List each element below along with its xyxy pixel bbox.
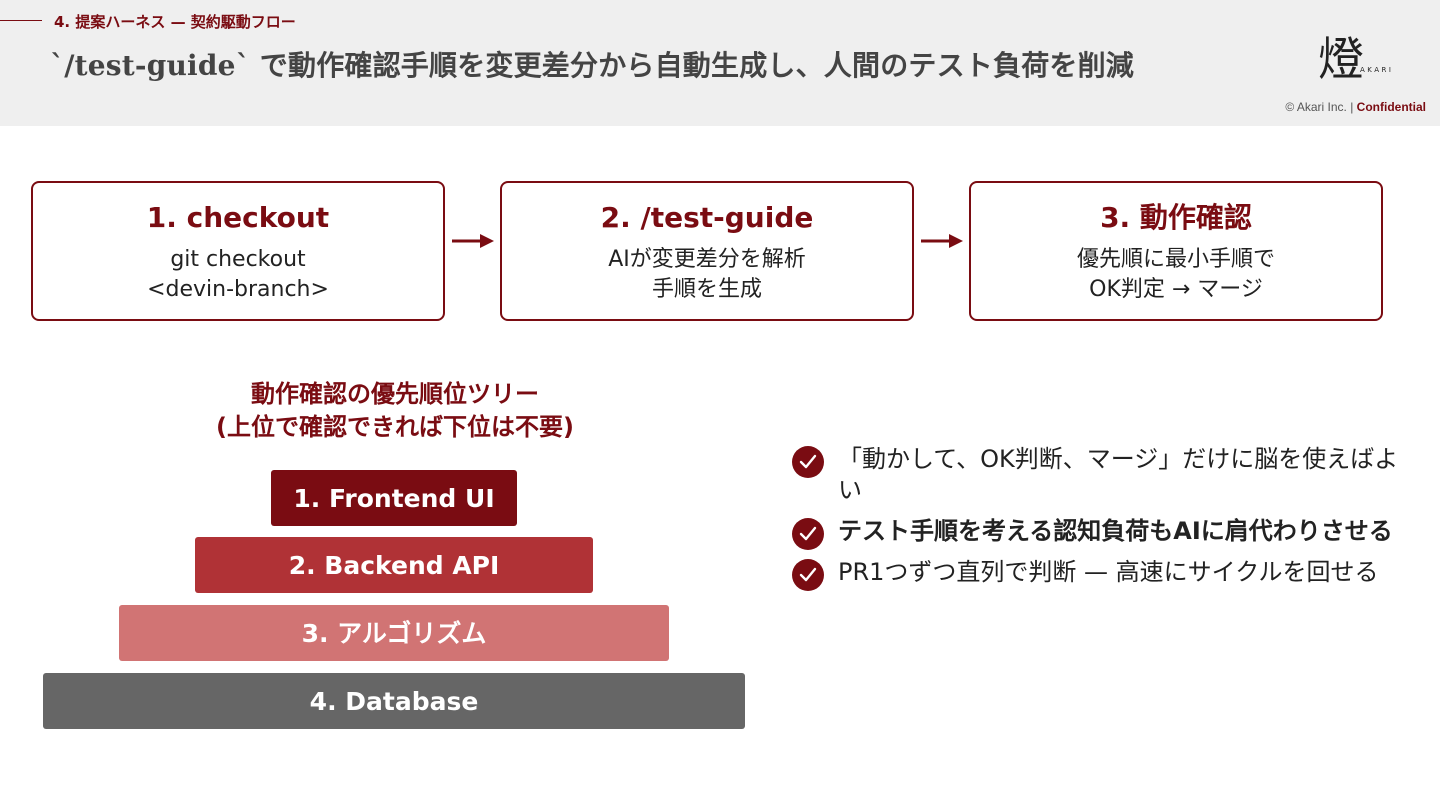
- checklist-text: テスト手順を考える認知負荷もAIに肩代わりさせる: [838, 517, 1393, 545]
- copyright-text: © Akari Inc. |: [1285, 100, 1357, 114]
- company-logo: 燈 AKARI: [1316, 34, 1412, 90]
- benefit-checklist: 「動かして、OK判断、マージ」だけに脳を使えばよい テスト手順を考える認知負荷も…: [790, 444, 1410, 598]
- flow-step-title: 3. 動作確認: [1100, 201, 1252, 234]
- flow-step-title: 1. checkout: [146, 201, 330, 234]
- check-circle-icon: [792, 559, 824, 591]
- arrow-right-icon: [452, 234, 494, 248]
- tier-algorithm: 3. アルゴリズム: [119, 605, 669, 661]
- copyright-notice: © Akari Inc. | Confidential: [1285, 100, 1426, 114]
- tree-title-line1: 動作確認の優先順位ツリー: [251, 380, 539, 408]
- section-rule: [0, 20, 42, 21]
- checklist-text: 「動かして、OK判断、マージ」だけに脳を使えばよい: [838, 445, 1399, 504]
- checklist-text: PR1つずつ直列で判断 — 高速にサイクルを回せる: [838, 558, 1379, 586]
- checklist-item: PR1つずつ直列で判断 — 高速にサイクルを回せる: [790, 557, 1410, 591]
- flow-step-verification: 3. 動作確認 優先順に最小手順で OK判定 → マージ: [969, 181, 1383, 321]
- tree-title-line2: (上位で確認できれば下位は不要): [216, 413, 574, 441]
- flow-step-test-guide: 2. /test-guide AIが変更差分を解析 手順を生成: [500, 181, 914, 321]
- page-title: `/test-guide` で動作確認手順を変更差分から自動生成し、人間のテスト…: [50, 49, 1135, 82]
- check-circle-icon: [792, 518, 824, 550]
- tree-title: 動作確認の優先順位ツリー (上位で確認できれば下位は不要): [150, 378, 640, 444]
- tier-backend-api: 2. Backend API: [195, 537, 593, 593]
- slide-header: 4. 提案ハーネス — 契約駆動フロー `/test-guide` で動作確認手…: [0, 0, 1440, 126]
- tier-frontend-ui: 1. Frontend UI: [271, 470, 517, 526]
- flow-step-body: git checkout <devin-branch>: [147, 247, 329, 302]
- confidential-label: Confidential: [1356, 100, 1426, 114]
- checklist-item: テスト手順を考える認知負荷もAIに肩代わりさせる: [790, 516, 1410, 550]
- flow-step-body: AIが変更差分を解析 手順を生成: [608, 247, 806, 302]
- section-label: 4. 提案ハーネス — 契約駆動フロー: [54, 13, 296, 31]
- logo-text: AKARI: [1360, 66, 1394, 74]
- check-circle-icon: [792, 446, 824, 478]
- tier-database: 4. Database: [43, 673, 745, 729]
- checklist-item: 「動かして、OK判断、マージ」だけに脳を使えばよい: [790, 444, 1410, 506]
- flow-step-checkout: 1. checkout git checkout <devin-branch>: [31, 181, 445, 321]
- logo-mark-icon: 燈: [1318, 32, 1364, 86]
- flow-step-title: 2. /test-guide: [600, 201, 814, 234]
- arrow-right-icon: [921, 234, 963, 248]
- flow-step-body: 優先順に最小手順で OK判定 → マージ: [1076, 247, 1275, 302]
